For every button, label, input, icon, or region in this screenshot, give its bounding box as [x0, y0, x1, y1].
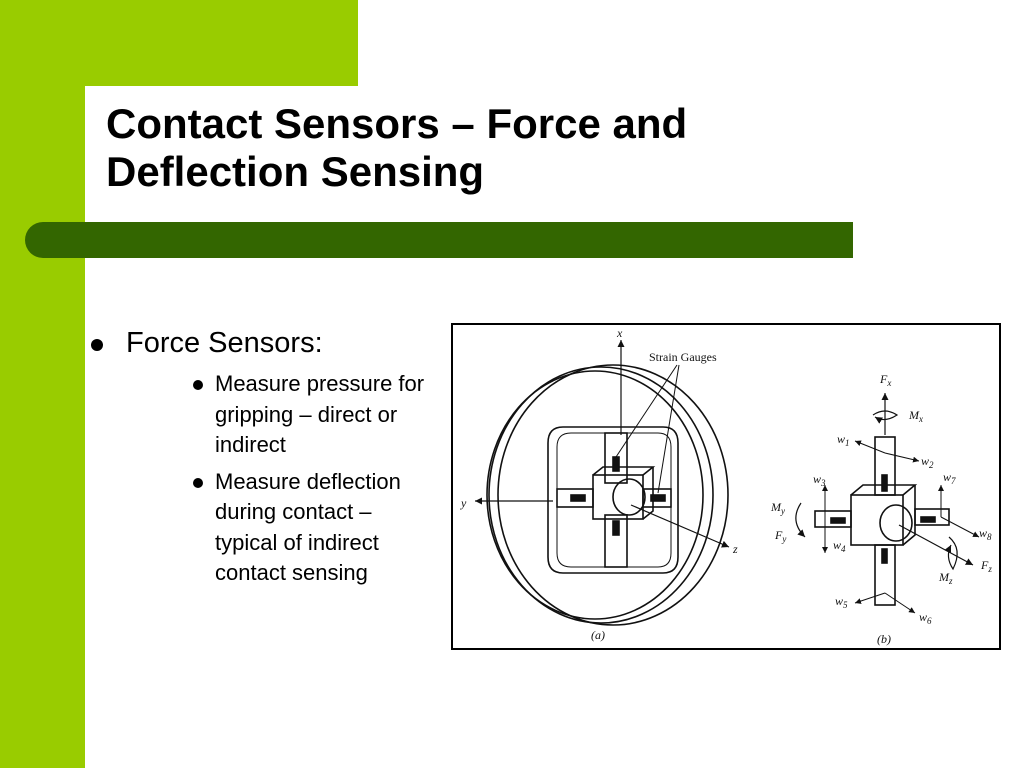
bullet-dot: [91, 339, 103, 351]
fx-label: Fx: [879, 372, 891, 388]
axis-x-label: x: [616, 326, 623, 340]
bullet-text: Force Sensors:: [126, 327, 323, 359]
mz-symbol: M: [938, 570, 950, 584]
my-label: My: [770, 500, 785, 516]
fy-subscript: y: [781, 534, 786, 544]
bullet-list: Force Sensors: Measure pressure for grip…: [88, 324, 438, 589]
w2-label: w2: [921, 454, 934, 470]
my-symbol: M: [770, 500, 782, 514]
left-accent-band: [0, 0, 85, 768]
w7-subscript: 7: [951, 476, 956, 486]
fz-symbol: F: [980, 558, 989, 572]
caption-a: (a): [591, 628, 605, 642]
fz-label: Fz: [980, 558, 992, 574]
bullet-force-sensors: Force Sensors:: [88, 324, 438, 362]
w3-label: w3: [813, 472, 826, 488]
w8-symbol: w: [979, 526, 987, 540]
mx-subscript: x: [918, 414, 923, 424]
mx-symbol: M: [908, 408, 920, 422]
caption-b: (b): [877, 632, 891, 646]
fx-symbol: F: [879, 372, 888, 386]
w5-label: w5: [835, 594, 848, 610]
w1-symbol: w: [837, 432, 845, 446]
w1-subscript: 1: [845, 438, 850, 448]
title-underline-bar: [25, 222, 853, 258]
w2-symbol: w: [921, 454, 929, 468]
axis-y-label: y: [460, 496, 467, 510]
fz-subscript: z: [987, 564, 992, 574]
force-sensor-diagram: x y z Strain Gauges (a) Fx Mx: [460, 326, 992, 646]
strain-gauges-label: Strain Gauges: [649, 350, 717, 364]
w6-symbol: w: [919, 610, 927, 624]
w6-label: w6: [919, 610, 932, 626]
w8-label: w8: [979, 526, 992, 542]
slide-title: Contact Sensors – Force and Deflection S…: [106, 100, 866, 196]
w5-subscript: 5: [843, 600, 848, 610]
axis-z-label: z: [732, 542, 738, 556]
w3-subscript: 3: [820, 478, 826, 488]
title-line-2: Deflection Sensing: [106, 148, 485, 195]
sub-bullet-pressure: Measure pressure for gripping – direct o…: [193, 369, 427, 461]
w4-subscript: 4: [841, 544, 846, 554]
my-subscript: y: [780, 506, 785, 516]
fy-label: Fy: [774, 528, 786, 544]
w5-symbol: w: [835, 594, 843, 608]
w4-symbol: w: [833, 538, 841, 552]
mz-label: Mz: [938, 570, 953, 586]
mz-subscript: z: [948, 576, 953, 586]
w2-subscript: 2: [929, 460, 934, 470]
w8-subscript: 8: [987, 532, 992, 542]
w1-label: w1: [837, 432, 850, 448]
title-line-1: Contact Sensors – Force and: [106, 100, 688, 147]
sub-bullet-text: Measure pressure for gripping – direct o…: [215, 371, 425, 457]
top-accent-band: [0, 0, 358, 86]
w7-symbol: w: [943, 470, 951, 484]
fy-symbol: F: [774, 528, 783, 542]
w4-label: w4: [833, 538, 846, 554]
w6-subscript: 6: [927, 616, 932, 626]
force-torque-drawing: [814, 436, 950, 606]
w3-symbol: w: [813, 472, 821, 486]
bullet-dot: [193, 380, 203, 390]
sub-bullet-deflection: Measure deflection during contact – typi…: [193, 467, 427, 589]
fx-subscript: x: [886, 378, 891, 388]
w7-label: w7: [943, 470, 956, 486]
mx-label: Mx: [908, 408, 923, 424]
sub-bullet-text: Measure deflection during contact – typi…: [215, 468, 401, 586]
bullet-dot: [193, 477, 203, 488]
sensor-ring-drawing: [486, 364, 729, 626]
force-sensor-figure: x y z Strain Gauges (a) Fx Mx: [451, 323, 1001, 650]
